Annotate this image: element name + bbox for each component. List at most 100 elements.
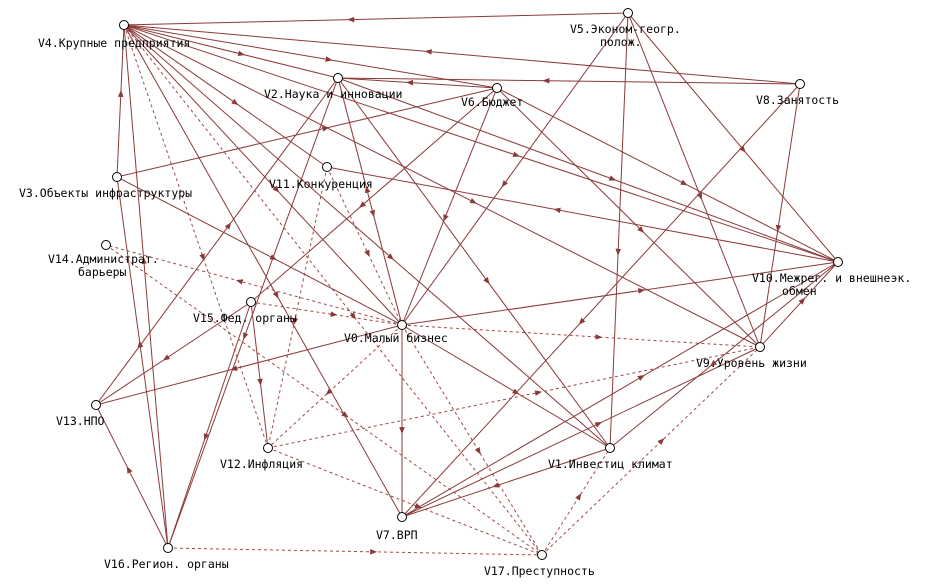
node-label-v14: V14.Администрат. bbox=[48, 252, 159, 266]
edge-v0-v2 bbox=[337, 77, 403, 326]
node-v3[interactable] bbox=[112, 172, 122, 182]
node-label-v7: V7.ВРП bbox=[376, 528, 418, 542]
edge-v4-v2 bbox=[123, 24, 339, 79]
edge-v15-v12 bbox=[250, 301, 269, 449]
edge-v3-v6 bbox=[116, 87, 498, 178]
node-v17[interactable] bbox=[537, 550, 547, 560]
node-label-v4: V4.Крупные предприятия bbox=[38, 36, 190, 50]
edge-v4-v17 bbox=[123, 24, 543, 556]
edge-v4-v7 bbox=[123, 24, 403, 518]
edge-v14-v17 bbox=[105, 244, 543, 556]
edge-arrow-v0-v14 bbox=[235, 279, 244, 285]
node-v8[interactable] bbox=[795, 79, 805, 89]
edge-arrow-v0-v17 bbox=[474, 447, 481, 455]
edge-arrow-v15-v16 bbox=[203, 433, 210, 441]
edge-v8-v2 bbox=[337, 77, 801, 85]
edge-arrow-v13-v2 bbox=[224, 222, 232, 230]
edge-v4-v1 bbox=[123, 24, 611, 449]
node-v15[interactable] bbox=[246, 297, 256, 307]
node-label-v10: V10.Межрег. и внешнеэк. bbox=[752, 271, 911, 285]
edge-arrow-v4-v17 bbox=[349, 312, 357, 320]
node-v9[interactable] bbox=[755, 342, 765, 352]
node-v7[interactable] bbox=[397, 512, 407, 522]
node-label-v3: V3.Объекты инфраструктуры bbox=[19, 186, 192, 200]
edge-arrow-v4-v10 bbox=[512, 151, 521, 157]
edge-v12-v17 bbox=[267, 447, 543, 556]
node-v6[interactable] bbox=[492, 83, 502, 93]
node-v0[interactable] bbox=[397, 320, 407, 330]
node-label-v16: V16.Регион. органы bbox=[104, 557, 229, 571]
edge-arrow-v9-v10 bbox=[798, 297, 806, 305]
edge-v0-v10 bbox=[401, 261, 839, 326]
edge-arrow-v12-v17 bbox=[414, 502, 422, 509]
node-v11[interactable] bbox=[322, 162, 332, 172]
edge-v5-v1 bbox=[609, 12, 629, 449]
edge-arrow-v2-v10 bbox=[608, 175, 617, 181]
edge-v7-v9 bbox=[401, 346, 761, 518]
edge-arrow-v6-v10 bbox=[680, 179, 688, 186]
node-label-v11: V11.Конкуренция bbox=[269, 177, 373, 191]
node-label-v13: V13.НПО bbox=[56, 414, 105, 428]
edge-v4-v11 bbox=[123, 24, 328, 168]
edge-arrow-v7-v10 bbox=[637, 374, 645, 381]
edge-arrow-v8-v7 bbox=[578, 317, 586, 325]
edge-v5-v10 bbox=[627, 12, 839, 263]
edge-v17-v9 bbox=[541, 346, 761, 556]
edge-arrow-v6-v0 bbox=[443, 214, 449, 222]
edge-v0-v12 bbox=[267, 324, 403, 449]
edge-v0-v9 bbox=[401, 324, 761, 348]
edge-arrow-v4-v9 bbox=[469, 198, 477, 204]
node-v10[interactable] bbox=[833, 257, 843, 267]
edge-arrow-v6-v15 bbox=[359, 201, 367, 208]
node-v12[interactable] bbox=[263, 443, 273, 453]
edge-v4-v10 bbox=[123, 24, 839, 263]
edge-v6-v9 bbox=[496, 87, 761, 348]
edge-v6-v10 bbox=[496, 87, 839, 263]
node-label-v12: V12.Инфляция bbox=[220, 457, 303, 471]
node-v2[interactable] bbox=[333, 73, 343, 83]
node-label-v8: V8.Занятость bbox=[756, 93, 839, 107]
edge-v1-v7 bbox=[401, 447, 611, 518]
edge-v11-v0 bbox=[326, 166, 403, 326]
node-label2-v14: барьеры bbox=[78, 265, 127, 279]
edges-layer bbox=[95, 12, 839, 556]
node-v16[interactable] bbox=[163, 543, 173, 553]
edge-v8-v7 bbox=[401, 83, 801, 518]
node-v14[interactable] bbox=[101, 240, 111, 250]
edge-v16-v13 bbox=[95, 404, 169, 549]
edge-v15-v13 bbox=[95, 301, 252, 406]
node-v13[interactable] bbox=[91, 400, 101, 410]
node-v1[interactable] bbox=[605, 443, 615, 453]
edge-arrow-v4-v11 bbox=[231, 98, 239, 106]
node-label-v17: V17.Преступность bbox=[484, 564, 595, 578]
edge-v4-v9 bbox=[123, 24, 761, 348]
node-label2-v5: полож. bbox=[600, 35, 642, 49]
edge-v5-v4 bbox=[123, 12, 629, 26]
edge-v4-v6 bbox=[123, 24, 498, 89]
edge-v6-v2 bbox=[337, 77, 498, 89]
node-label-v1: V1.Инвестиц климат bbox=[548, 457, 673, 471]
node-v5[interactable] bbox=[623, 8, 633, 18]
node-v4[interactable] bbox=[119, 20, 129, 30]
edge-v6-v0 bbox=[401, 87, 498, 326]
edge-v13-v2 bbox=[95, 77, 339, 406]
nodes-layer bbox=[91, 8, 843, 560]
node-label-v15: V15.Фед. органы bbox=[193, 311, 297, 325]
node-label-v9: V9.Уровень жизни bbox=[696, 356, 807, 370]
edge-arrow-v16-v13 bbox=[126, 466, 133, 474]
edge-v8-v9 bbox=[759, 83, 801, 348]
edge-arrow-v0-v1 bbox=[511, 388, 520, 395]
edge-arrow-v2-v1 bbox=[483, 277, 490, 285]
edge-arrow-v15-v13 bbox=[162, 354, 171, 361]
edge-arrow-v1-v7 bbox=[492, 482, 500, 488]
edge-arrow-v17-v1 bbox=[575, 493, 582, 501]
node-label-v0: V0.Малый бизнес bbox=[344, 331, 448, 345]
edge-v8-v4 bbox=[123, 24, 801, 85]
edge-v11-v12 bbox=[267, 166, 328, 449]
edge-arrow-v5-v0 bbox=[501, 180, 509, 188]
edge-arrow-v7-v9 bbox=[594, 421, 603, 428]
edge-v2-v1 bbox=[337, 77, 611, 449]
edge-v2-v10 bbox=[337, 77, 839, 263]
